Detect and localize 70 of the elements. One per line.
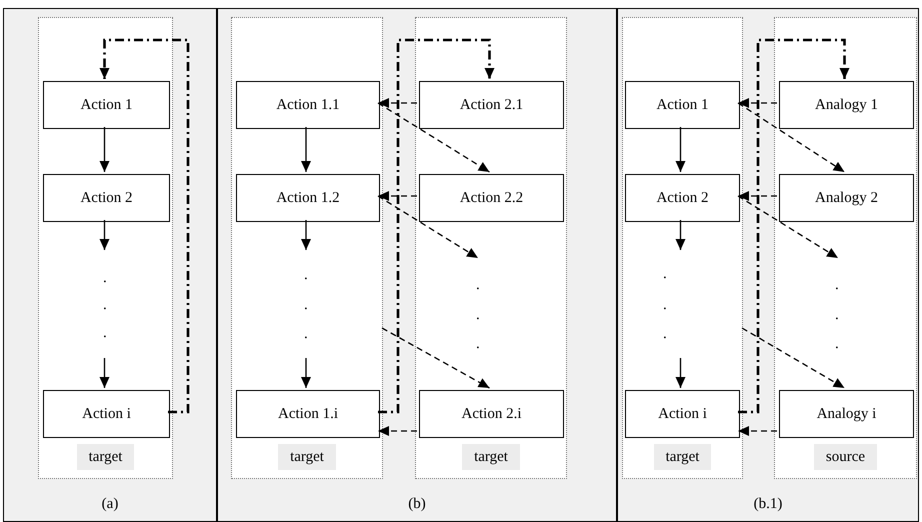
arrow: [742, 327, 845, 389]
ellipsis-dot: .: [304, 327, 308, 342]
process-box: Action i: [625, 390, 740, 438]
process-box: Action 1: [43, 81, 170, 129]
ellipsis-dot: .: [103, 326, 107, 341]
feedback-arrow: [100, 38, 190, 414]
ellipsis-dot: .: [103, 271, 107, 286]
group-frame: [774, 17, 917, 479]
ellipsis-dot: .: [476, 337, 480, 352]
arrow: [676, 127, 686, 172]
arrow: [382, 327, 490, 389]
arrow: [301, 358, 311, 388]
group-label: target: [654, 444, 712, 470]
group-frame: [622, 17, 743, 479]
process-box: Analogy 2: [779, 174, 914, 222]
process-box: Action i: [43, 390, 170, 438]
arrow: [378, 98, 417, 108]
arrow: [738, 102, 845, 173]
process-box: Action 1: [625, 81, 740, 129]
panel: [217, 8, 617, 522]
panel-caption: (a): [102, 494, 118, 514]
ellipsis-dot: .: [835, 308, 839, 323]
arrow: [378, 426, 417, 436]
ellipsis-dot: .: [663, 298, 667, 313]
arrow: [738, 195, 838, 259]
group-frame: [38, 17, 173, 479]
process-box: Action 2.1: [419, 81, 564, 129]
panel-caption: (b.1): [754, 494, 782, 514]
ellipsis-dot: .: [835, 278, 839, 293]
process-box: Analogy i: [779, 390, 914, 438]
process-box: Action 1.1: [236, 81, 380, 129]
arrow: [676, 220, 686, 250]
group-label: target: [278, 444, 336, 470]
ellipsis-dot: .: [304, 268, 308, 283]
arrow: [378, 195, 478, 259]
process-box: Action 2.2: [419, 174, 564, 222]
group-frame: [415, 17, 567, 479]
panel-caption: (b): [408, 494, 426, 514]
panel: [617, 8, 919, 522]
process-box: Action 2: [625, 174, 740, 222]
process-box: Action 2: [43, 174, 170, 222]
ellipsis-dot: .: [476, 308, 480, 323]
group-label: source: [814, 444, 878, 470]
arrow: [100, 127, 110, 172]
feedback-arrow: [378, 38, 494, 414]
ellipsis-dot: .: [835, 337, 839, 352]
arrow: [378, 191, 417, 201]
group-label: target: [462, 444, 520, 470]
ellipsis-dot: .: [663, 267, 667, 282]
process-box: Action 1.2: [236, 174, 380, 222]
panel: [3, 8, 217, 522]
ellipsis-dot: .: [476, 278, 480, 293]
arrow: [378, 102, 490, 173]
process-box: Action 2.i: [419, 390, 564, 438]
arrow: [738, 426, 777, 436]
group-frame: [231, 17, 383, 479]
arrow: [301, 220, 311, 250]
process-box: Analogy 1: [779, 81, 914, 129]
group-label: target: [76, 444, 134, 470]
ellipsis-dot: .: [103, 298, 107, 313]
arrow: [738, 98, 777, 108]
ellipsis-dot: .: [304, 298, 308, 313]
process-box: Action 1.i: [236, 390, 380, 438]
arrow: [738, 191, 777, 201]
ellipsis-dot: .: [663, 327, 667, 342]
arrow: [100, 358, 110, 388]
feedback-arrow: [738, 38, 850, 414]
arrow: [301, 127, 311, 172]
arrow: [676, 358, 686, 388]
arrow: [100, 220, 110, 250]
